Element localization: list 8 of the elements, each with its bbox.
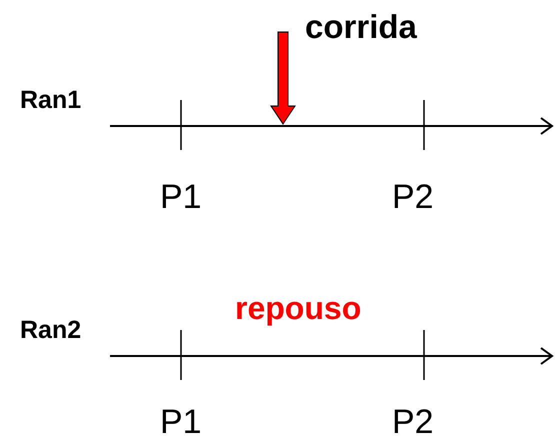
event-label: corrida [305, 10, 417, 43]
tick-label: P2 [392, 180, 434, 214]
timeline-label: Ran1 [20, 88, 82, 113]
tick-label: P1 [160, 180, 202, 214]
tick-label: P1 [160, 405, 202, 438]
timeline-label: Ran2 [20, 318, 82, 343]
tick-label: P2 [392, 405, 434, 438]
state-label: repouso [235, 292, 362, 324]
